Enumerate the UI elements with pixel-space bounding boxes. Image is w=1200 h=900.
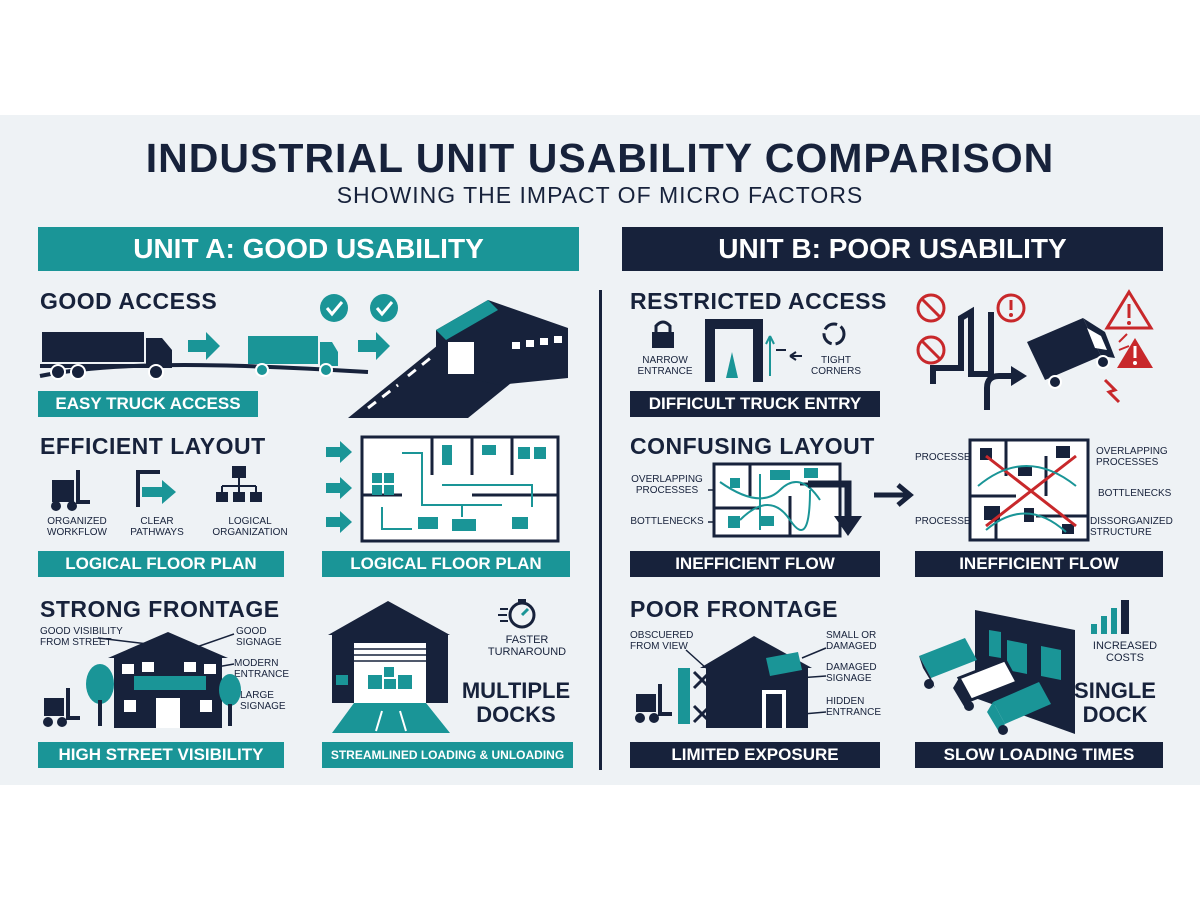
warehouse-icon (700, 636, 812, 728)
tree-icon (219, 674, 241, 726)
good-access-heading: GOOD ACCESS (40, 288, 218, 314)
restricted-access-icons (652, 319, 846, 382)
restricted-access-heading: RESTRICTED ACCESS (630, 288, 887, 314)
arrow-right-icon (188, 332, 220, 360)
layout-icons (51, 466, 262, 511)
truck-icon (248, 336, 338, 377)
page-subtitle: SHOWING THE IMPACT OF MICRO FACTORS (336, 182, 864, 208)
forklift-icon (635, 684, 672, 723)
strong-frontage-illustration (43, 632, 241, 728)
truck-icon (919, 638, 977, 689)
bottlenecks-label-left: BOTTLENECKS (630, 516, 704, 527)
good-access-illustration (39, 294, 568, 418)
page-title: INDUSTRIAL UNIT USABILITY COMPARISON (145, 135, 1055, 181)
slow-loading-times-label: SLOW LOADING TIMES (915, 742, 1163, 768)
strong-frontage-heading: STRONG FRONTAGE (40, 596, 280, 622)
logical-floor-plan-label-left: LOGICAL FLOOR PLAN (38, 551, 284, 577)
poor-frontage-heading: POOR FRONTAGE (630, 596, 838, 622)
processes-label-bottom: PROCESSES (915, 516, 978, 527)
warning-triangle-icon (1117, 338, 1153, 368)
bottlenecks-label-right: BOTTLENECKS (1098, 488, 1172, 499)
loading-dock-icon (328, 601, 450, 733)
high-street-visibility-label: HIGH STREET VISIBILITY (38, 742, 284, 768)
bar-chart-icon (1091, 600, 1129, 634)
truck-icon (987, 682, 1051, 735)
check-circle-icon (320, 294, 348, 322)
no-entry-icon (916, 335, 946, 365)
confusing-floor-plan (708, 462, 862, 538)
forklift-icon (51, 470, 90, 511)
limited-exposure-label: LIMITED EXPOSURE (630, 742, 880, 768)
inefficient-flow-label-right: INEFFICIENT FLOW (915, 551, 1163, 577)
alert-circle-icon (996, 293, 1026, 323)
easy-truck-access-label: EASY TRUCK ACCESS (38, 391, 258, 417)
stopwatch-icon (498, 599, 536, 629)
forklift-icon (43, 688, 80, 727)
difficult-truck-entry-label: DIFFICULT TRUCK ENTRY (630, 391, 880, 417)
poor-frontage-illustration (635, 636, 827, 728)
unit-b-header: UNIT B: POOR USABILITY (622, 227, 1163, 271)
multiple-docks-illustration (328, 599, 536, 733)
streamlined-loading-label: STREAMLINED LOADING & UNLOADING (322, 742, 573, 768)
efficient-floor-plan (326, 435, 560, 543)
unit-a-header: UNIT A: GOOD USABILITY (38, 227, 579, 271)
truck-icon (1027, 318, 1115, 389)
warehouse-icon (436, 300, 568, 385)
processes-label-top: PROCESSES (915, 452, 978, 463)
disorganized-floor-plan (968, 438, 1090, 542)
no-entry-icon (916, 293, 946, 323)
arrow-right-icon (874, 483, 914, 507)
inefficient-flow-label-left: INEFFICIENT FLOW (630, 551, 880, 577)
logical-floor-plan-label-right: LOGICAL FLOOR PLAN (322, 551, 570, 577)
truck-icon (953, 658, 1020, 711)
single-dock-illustration (919, 600, 1129, 735)
confusing-layout-heading: CONFUSING LAYOUT (630, 433, 875, 459)
tree-icon (86, 664, 114, 726)
narrow-entrance-icon (705, 319, 802, 382)
warning-triangle-icon (1104, 289, 1154, 330)
truck-icon (40, 332, 172, 380)
pathways-icon (136, 470, 176, 507)
office-building-icon (108, 632, 228, 728)
column-divider (599, 290, 602, 770)
arrow-right-icon (358, 332, 390, 360)
restricted-access-illustration (916, 289, 1154, 410)
org-chart-icon (216, 466, 262, 502)
lock-icon (652, 320, 674, 348)
efficient-layout-heading: EFFICIENT LAYOUT (40, 433, 266, 459)
refresh-icon (822, 322, 846, 346)
check-circle-icon (370, 294, 398, 322)
